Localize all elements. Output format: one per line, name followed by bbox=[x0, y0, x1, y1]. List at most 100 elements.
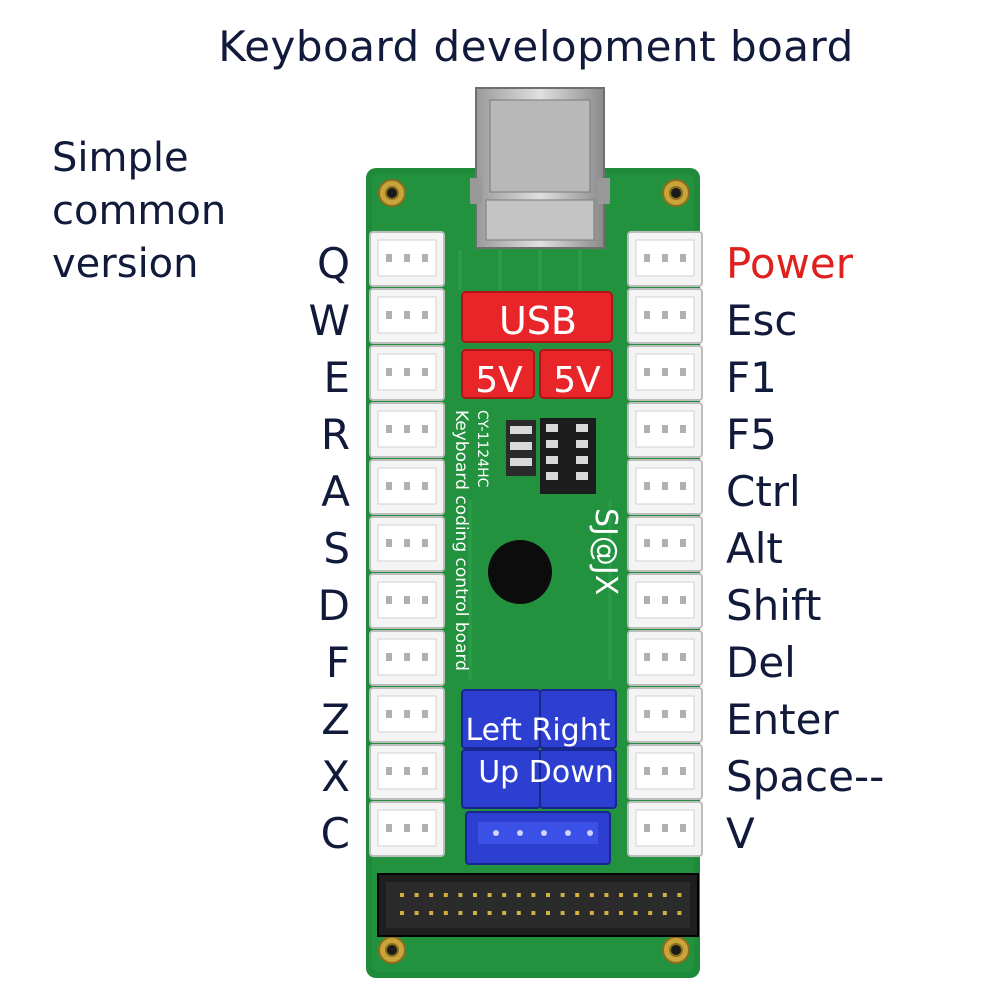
left-connectors bbox=[369, 231, 445, 857]
header-pin bbox=[546, 911, 550, 915]
model-silkscreen: CY-1124HC bbox=[474, 410, 490, 488]
description-silkscreen: Keyboard coding control board bbox=[451, 410, 471, 671]
header-pin bbox=[560, 911, 565, 915]
right-connector-7 bbox=[627, 573, 703, 629]
header-pin bbox=[633, 911, 638, 915]
key-label-v: V bbox=[726, 809, 755, 858]
header-pin bbox=[531, 911, 536, 915]
chip-blob bbox=[488, 540, 552, 604]
header-pin bbox=[458, 893, 463, 897]
key-label-ctrl: Ctrl bbox=[726, 467, 801, 516]
key-label-r: R bbox=[320, 410, 350, 459]
header-pin bbox=[473, 893, 477, 897]
left-connector-5 bbox=[369, 459, 445, 515]
subtitle-line-1: Simple bbox=[52, 135, 189, 181]
header-pin bbox=[619, 893, 623, 897]
right-connector-9 bbox=[627, 687, 703, 743]
header-pin bbox=[648, 893, 653, 897]
right-connector-11 bbox=[627, 801, 703, 857]
usb-5v-connectors bbox=[461, 291, 613, 399]
key-label-f1: F1 bbox=[726, 353, 777, 402]
left-connector-8 bbox=[369, 630, 445, 686]
subtitle-line-3: version bbox=[52, 241, 199, 287]
key-label-a: A bbox=[321, 467, 350, 516]
key-label-f: F bbox=[325, 638, 350, 687]
direction-label-line-1: Left Right bbox=[466, 713, 611, 748]
direction-connectors bbox=[461, 689, 617, 865]
header-pin bbox=[575, 893, 580, 897]
header-pin bbox=[502, 893, 507, 897]
header-pin bbox=[487, 911, 492, 915]
header-pin bbox=[619, 911, 623, 915]
header-pin bbox=[648, 911, 653, 915]
right-connector-8 bbox=[627, 630, 703, 686]
key-label-esc: Esc bbox=[726, 296, 798, 345]
right-connector-3 bbox=[627, 345, 703, 401]
direction-label-line-2: Up Down bbox=[478, 755, 614, 790]
header-pin bbox=[531, 893, 536, 897]
header-pin bbox=[487, 893, 492, 897]
subtitle: Simple common version bbox=[52, 132, 226, 291]
header-pin bbox=[502, 911, 507, 915]
key-label-s: S bbox=[323, 524, 350, 573]
header-pin bbox=[429, 893, 434, 897]
key-label-alt: Alt bbox=[726, 524, 783, 573]
header-pin bbox=[400, 893, 404, 897]
header-pin bbox=[473, 911, 477, 915]
header-pin bbox=[458, 911, 463, 915]
usb-label: USB bbox=[499, 299, 577, 343]
left-connector-4 bbox=[369, 402, 445, 458]
key-label-shift: Shift bbox=[726, 581, 822, 630]
left-connector-2 bbox=[369, 288, 445, 344]
pin-header bbox=[377, 873, 699, 937]
smd-components bbox=[506, 418, 596, 494]
right-connector-4 bbox=[627, 402, 703, 458]
header-pin bbox=[662, 893, 667, 897]
header-pin bbox=[604, 911, 609, 915]
right-connector-6 bbox=[627, 516, 703, 572]
header-pin bbox=[560, 893, 565, 897]
left-connector-9 bbox=[369, 687, 445, 743]
right-connector-10 bbox=[627, 744, 703, 800]
right-connector-2 bbox=[627, 288, 703, 344]
header-pin bbox=[677, 911, 682, 915]
header-pin bbox=[443, 893, 448, 897]
key-label-e: E bbox=[323, 353, 350, 402]
key-label-power: Power bbox=[726, 239, 853, 288]
right-connectors bbox=[627, 231, 703, 857]
key-label-enter: Enter bbox=[726, 695, 839, 744]
mounting-holes bbox=[378, 179, 690, 964]
5v-left-label: 5V bbox=[475, 360, 523, 401]
subtitle-line-2: common bbox=[52, 188, 227, 234]
header-pin bbox=[400, 911, 404, 915]
header-pin bbox=[516, 911, 521, 915]
header-pin bbox=[516, 893, 521, 897]
header-pin bbox=[575, 911, 580, 915]
5v-right-label: 5V bbox=[553, 360, 601, 401]
header-pin bbox=[414, 893, 419, 897]
header-pin bbox=[546, 893, 550, 897]
right-connector-1 bbox=[627, 231, 703, 287]
key-label-x: X bbox=[321, 752, 350, 801]
header-pin bbox=[604, 893, 609, 897]
right-connector-5 bbox=[627, 459, 703, 515]
key-label-w: W bbox=[308, 296, 350, 345]
header-pin bbox=[662, 911, 667, 915]
left-connector-6 bbox=[369, 516, 445, 572]
left-connector-1 bbox=[369, 231, 445, 287]
key-label-d: D bbox=[317, 581, 350, 630]
header-pin bbox=[414, 911, 419, 915]
usb-b-connector bbox=[470, 87, 610, 249]
left-connector-7 bbox=[369, 573, 445, 629]
key-label-c: C bbox=[320, 809, 350, 858]
key-label-del: Del bbox=[726, 638, 796, 687]
key-label-z: Z bbox=[321, 695, 350, 744]
header-pin bbox=[443, 911, 448, 915]
left-connector-3 bbox=[369, 345, 445, 401]
header-pin bbox=[677, 893, 682, 897]
left-connector-11 bbox=[369, 801, 445, 857]
brand-silkscreen: SJ@JX bbox=[588, 508, 623, 595]
key-label-q: Q bbox=[316, 239, 350, 288]
header-pin bbox=[633, 893, 638, 897]
